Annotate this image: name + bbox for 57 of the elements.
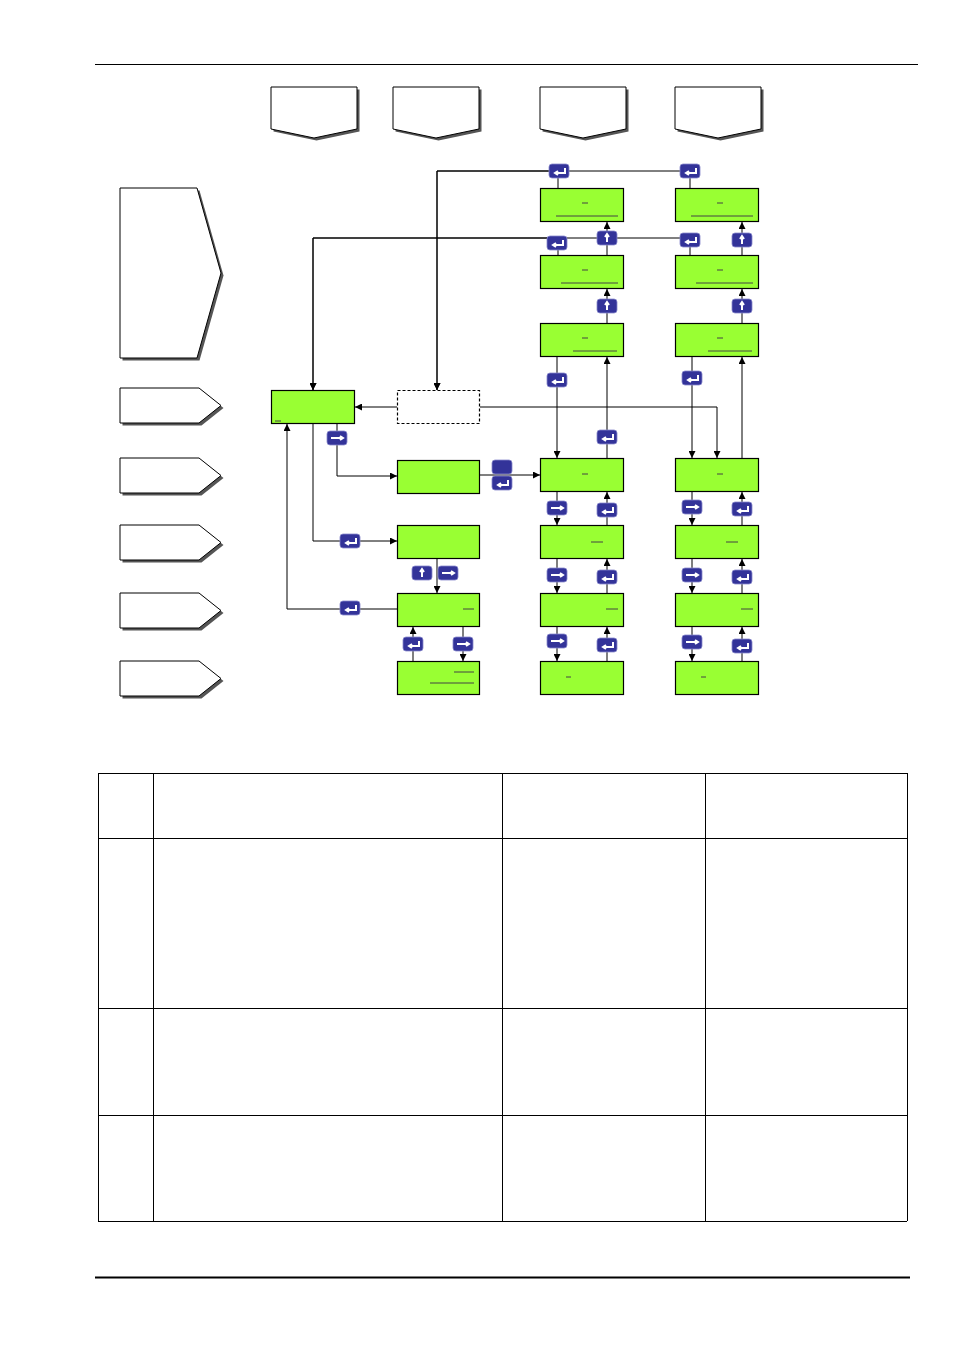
display-screen xyxy=(675,188,759,222)
display-screen xyxy=(540,323,624,357)
arrow-banner xyxy=(675,87,761,138)
connector-arrow xyxy=(688,626,696,662)
arrow-banner xyxy=(271,87,357,138)
connector-arrow xyxy=(409,626,417,662)
connector-arrow xyxy=(309,237,691,391)
connector-arrow xyxy=(283,423,398,610)
display-screen xyxy=(675,593,759,627)
connector-arrow xyxy=(688,356,696,459)
connector-arrow xyxy=(553,491,561,526)
connector-arrow xyxy=(459,626,467,662)
display-screen xyxy=(397,593,480,627)
display-screen xyxy=(675,323,759,357)
display-screen xyxy=(675,255,759,289)
connector-arrow xyxy=(553,558,561,594)
connector-arrow xyxy=(603,356,611,459)
dashed-box xyxy=(397,390,480,424)
connector-arrow xyxy=(688,558,696,594)
connector-arrow xyxy=(479,406,721,459)
connector-arrow xyxy=(354,403,398,411)
display-screen xyxy=(540,525,624,559)
connector-arrow xyxy=(553,356,561,459)
connector-arrow xyxy=(312,423,398,545)
connector-arrow xyxy=(433,558,441,594)
connector-arrow xyxy=(603,491,611,526)
arrow-banner xyxy=(540,87,626,138)
connector-arrow xyxy=(738,558,746,594)
display-screen xyxy=(540,458,624,492)
connector-arrow xyxy=(603,626,611,662)
connector-arrow xyxy=(603,558,611,594)
display-screen xyxy=(540,188,624,222)
arrow-banner xyxy=(120,525,221,560)
connector-arrow xyxy=(738,491,746,526)
connector-arrow xyxy=(553,626,561,662)
display-screen xyxy=(675,458,759,492)
arrow-banner xyxy=(120,458,221,493)
connector-arrow xyxy=(336,423,398,480)
display-screen xyxy=(397,525,480,559)
arrow-banner xyxy=(120,593,221,628)
connector-arrow xyxy=(479,471,541,479)
connector-arrow xyxy=(738,626,746,662)
display-screen xyxy=(540,593,624,627)
display-screen xyxy=(397,460,480,494)
arrow-banner xyxy=(120,661,221,696)
display-screen xyxy=(540,255,624,289)
display-screen xyxy=(271,390,355,424)
display-screen xyxy=(675,661,759,695)
connector-arrow xyxy=(738,356,746,459)
display-screen xyxy=(540,661,624,695)
display-screen xyxy=(397,661,480,695)
arrow-banner xyxy=(120,188,221,358)
connector-arrow xyxy=(688,491,696,526)
arrow-banner xyxy=(120,388,221,423)
connector-arrow xyxy=(433,170,691,391)
display-screen xyxy=(675,525,759,559)
arrow-banner xyxy=(393,87,479,138)
